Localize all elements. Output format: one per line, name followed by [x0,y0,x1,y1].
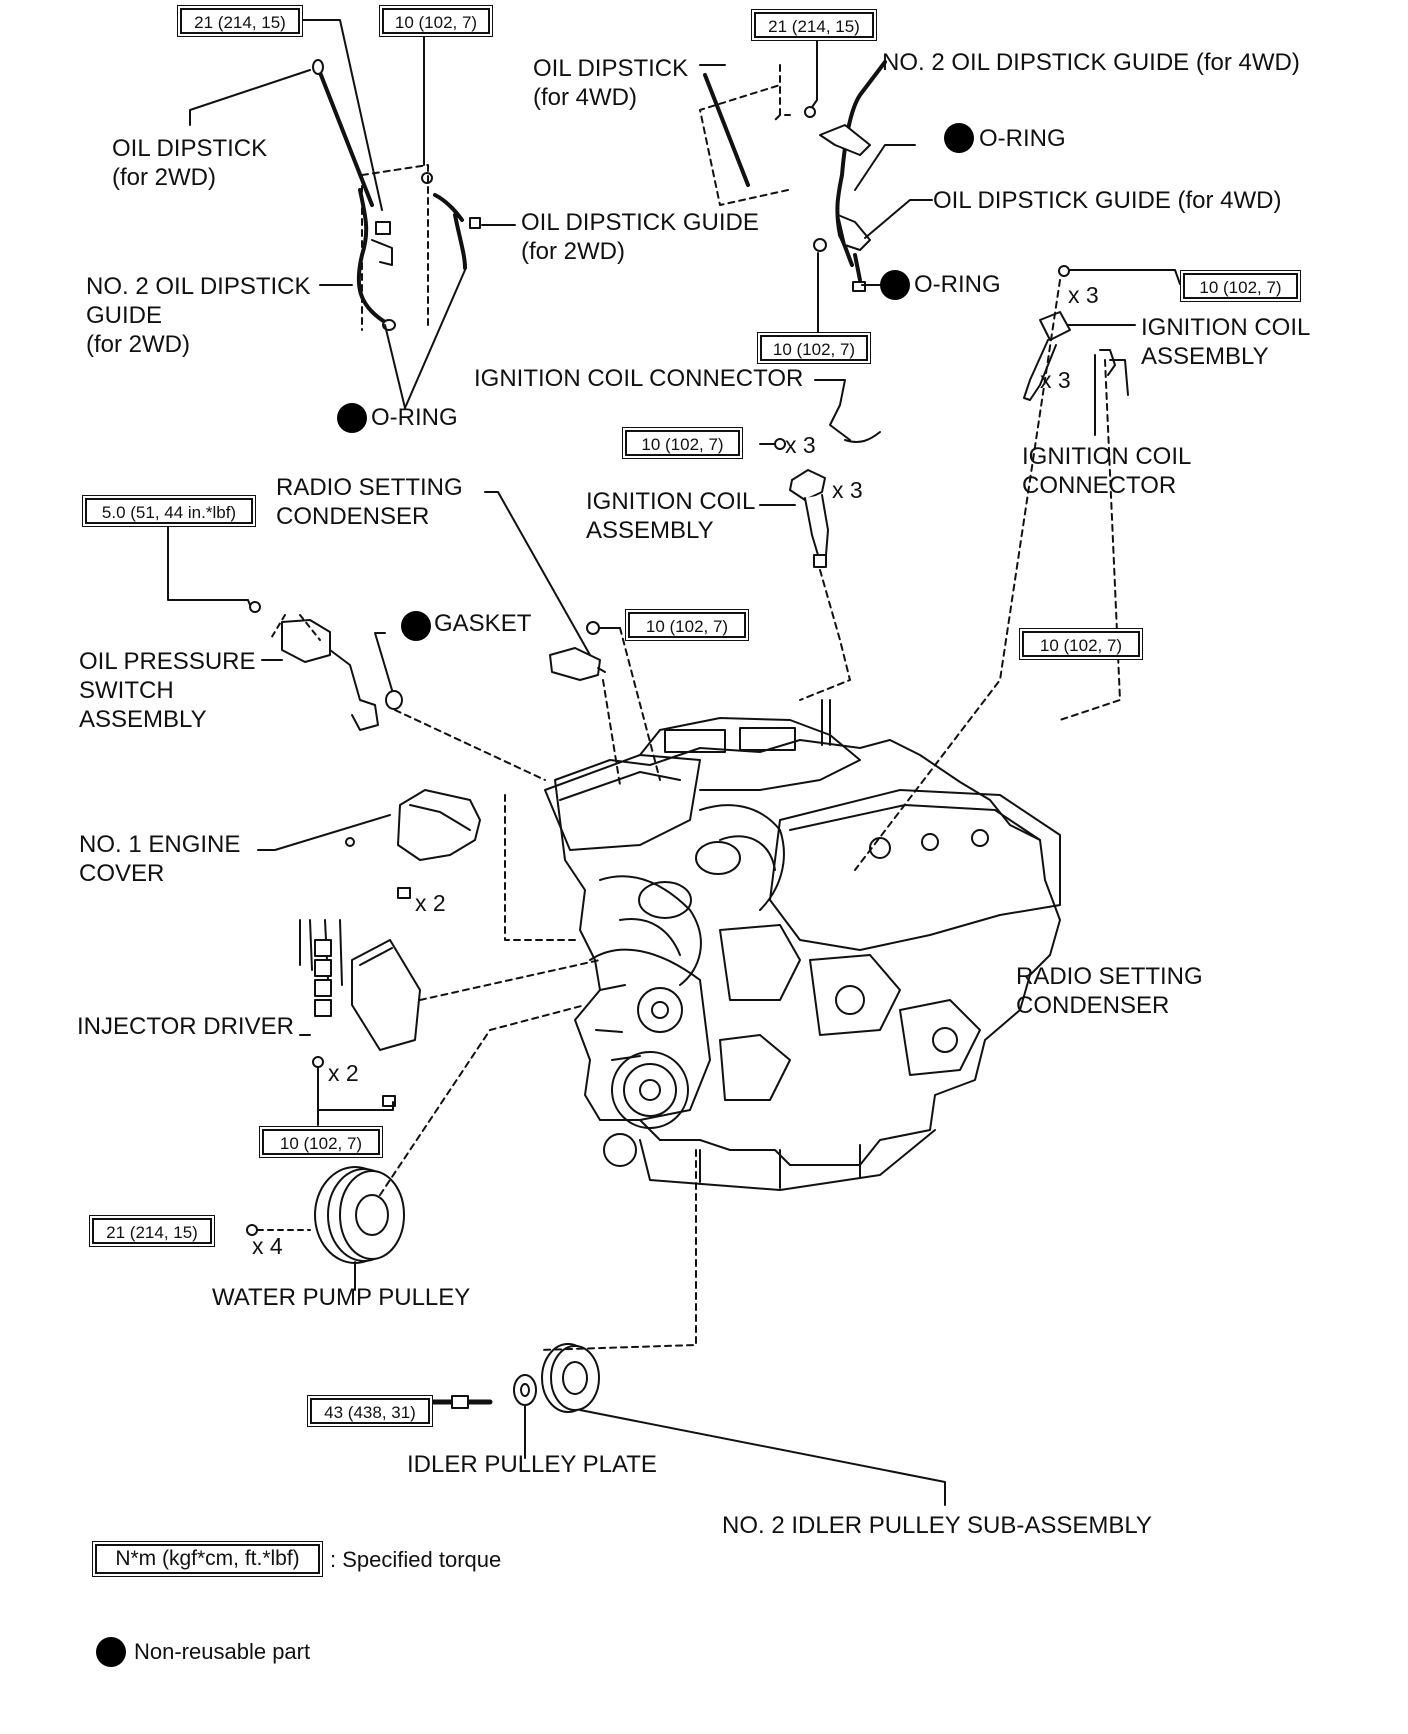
engine-cover-group [257,789,576,941]
label-ignition-coil-connector-right: IGNITION COIL CONNECTOR [1022,443,1192,499]
label-no2-oil-dipstick-guide-2wd: NO. 2 OIL DIPSTICK GUIDE (for 2WD) [86,273,311,358]
oil-dipstick-4wd-group [699,27,933,341]
injector-driver-group [299,919,601,1126]
ignition-coil-center [759,379,881,701]
legend-torque-description: : Specified torque [330,1547,502,1572]
label-no1-engine-cover: NO. 1 ENGINE COVER [79,831,241,887]
torque-box-idler-pulley: 43 (438, 31) [310,1398,430,1424]
label-no2-oil-dipstick-guide-4wd: NO. 2 OIL DIPSTICK GUIDE (for 4WD) [882,49,1300,76]
label-oil-dipstick-4wd: OIL DIPSTICK (for 4WD) [533,55,689,111]
torque-box-ignition-coil-center: 10 (102, 7) [625,430,740,456]
nonreusable-dot-oring-4wd-upper [944,123,974,153]
torque-box-injector-driver: 10 (102, 7) [262,1129,380,1155]
torque-box-2wd-guide: 10 (102, 7) [382,8,490,34]
label-water-pump-pulley: WATER PUMP PULLEY [212,1284,471,1311]
torque-box-2wd-dipstick-guide: 21 (214, 15) [180,8,300,34]
label-oil-dipstick-2wd: OIL DIPSTICK (for 2WD) [112,135,268,191]
label-injector-driver: INJECTOR DRIVER [77,1013,294,1040]
oil-dipstick-2wd-group [189,19,516,409]
torque-box-ignition-coil-right: 10 (102, 7) [1183,273,1298,299]
qty-x2-engine-cover: x 2 [415,890,446,916]
qty-x2-injector-driver: x 2 [328,1060,359,1086]
qty-x4-water-pump-pulley: x 4 [252,1233,283,1259]
label-ignition-coil-assembly-center: IGNITION COIL ASSEMBLY [586,488,756,544]
label-o-ring-4wd-lower: O-RING [914,271,1001,298]
label-ignition-coil-connector-center: IGNITION COIL CONNECTOR [474,365,804,392]
label-o-ring-4wd-upper: O-RING [979,125,1066,152]
torque-box-radio-condenser-right: 10 (102, 7) [1022,631,1140,657]
label-gasket: GASKET [434,610,532,637]
water-pump-pulley-group [246,1004,586,1291]
torque-box-oil-pressure-switch: 5.0 (51, 44 in.*lbf) [85,498,253,524]
torque-box-4wd-no2-guide: 21 (214, 15) [754,12,874,38]
label-oil-dipstick-guide-4wd: OIL DIPSTICK GUIDE (for 4WD) [933,187,1282,214]
nonreusable-dot-gasket [401,611,431,641]
label-radio-setting-condenser-right: RADIO SETTING CONDENSER [1016,963,1203,1019]
qty-x3-ignition-coil-right: x 3 [1040,367,1071,393]
oil-pressure-switch-group [167,519,546,781]
engine-block [544,699,1061,1191]
legend-torque-unit: N*m (kgf*cm, ft.*lbf) [95,1544,320,1574]
nonreusable-dot-legend [96,1637,126,1667]
label-idler-pulley-plate: IDLER PULLEY PLATE [407,1451,657,1478]
label-oil-pressure-switch-assembly: OIL PRESSURE SWITCH ASSEMBLY [79,648,256,733]
label-no2-idler-pulley-sub-assembly: NO. 2 IDLER PULLEY SUB-ASSEMBLY [722,1512,1152,1539]
torque-box-4wd-guide: 10 (102, 7) [760,335,868,361]
radio-condenser-center [484,491,661,786]
torque-box-radio-condenser-center: 10 (102, 7) [628,612,746,638]
torque-box-water-pump-pulley: 21 (214, 15) [92,1218,212,1244]
label-o-ring-2wd: O-RING [371,404,458,431]
qty-x3-ignition-bolt-right: x 3 [1068,282,1099,308]
nonreusable-dot-oring-2wd [337,403,367,433]
ignition-coil-right [854,265,1181,871]
label-radio-setting-condenser-center: RADIO SETTING CONDENSER [276,474,463,530]
qty-x3-ignition-bolt-center: x 3 [785,432,816,458]
legend-nonreusable-part: Non-reusable part [134,1639,311,1664]
idler-pulley-group [417,1149,946,1506]
label-ignition-coil-assembly-right: IGNITION COIL ASSEMBLY [1141,314,1311,370]
nonreusable-dot-oring-4wd-lower [880,270,910,300]
label-oil-dipstick-guide-2wd: OIL DIPSTICK GUIDE (for 2WD) [521,209,759,265]
qty-x3-ignition-coil-center: x 3 [832,477,863,503]
